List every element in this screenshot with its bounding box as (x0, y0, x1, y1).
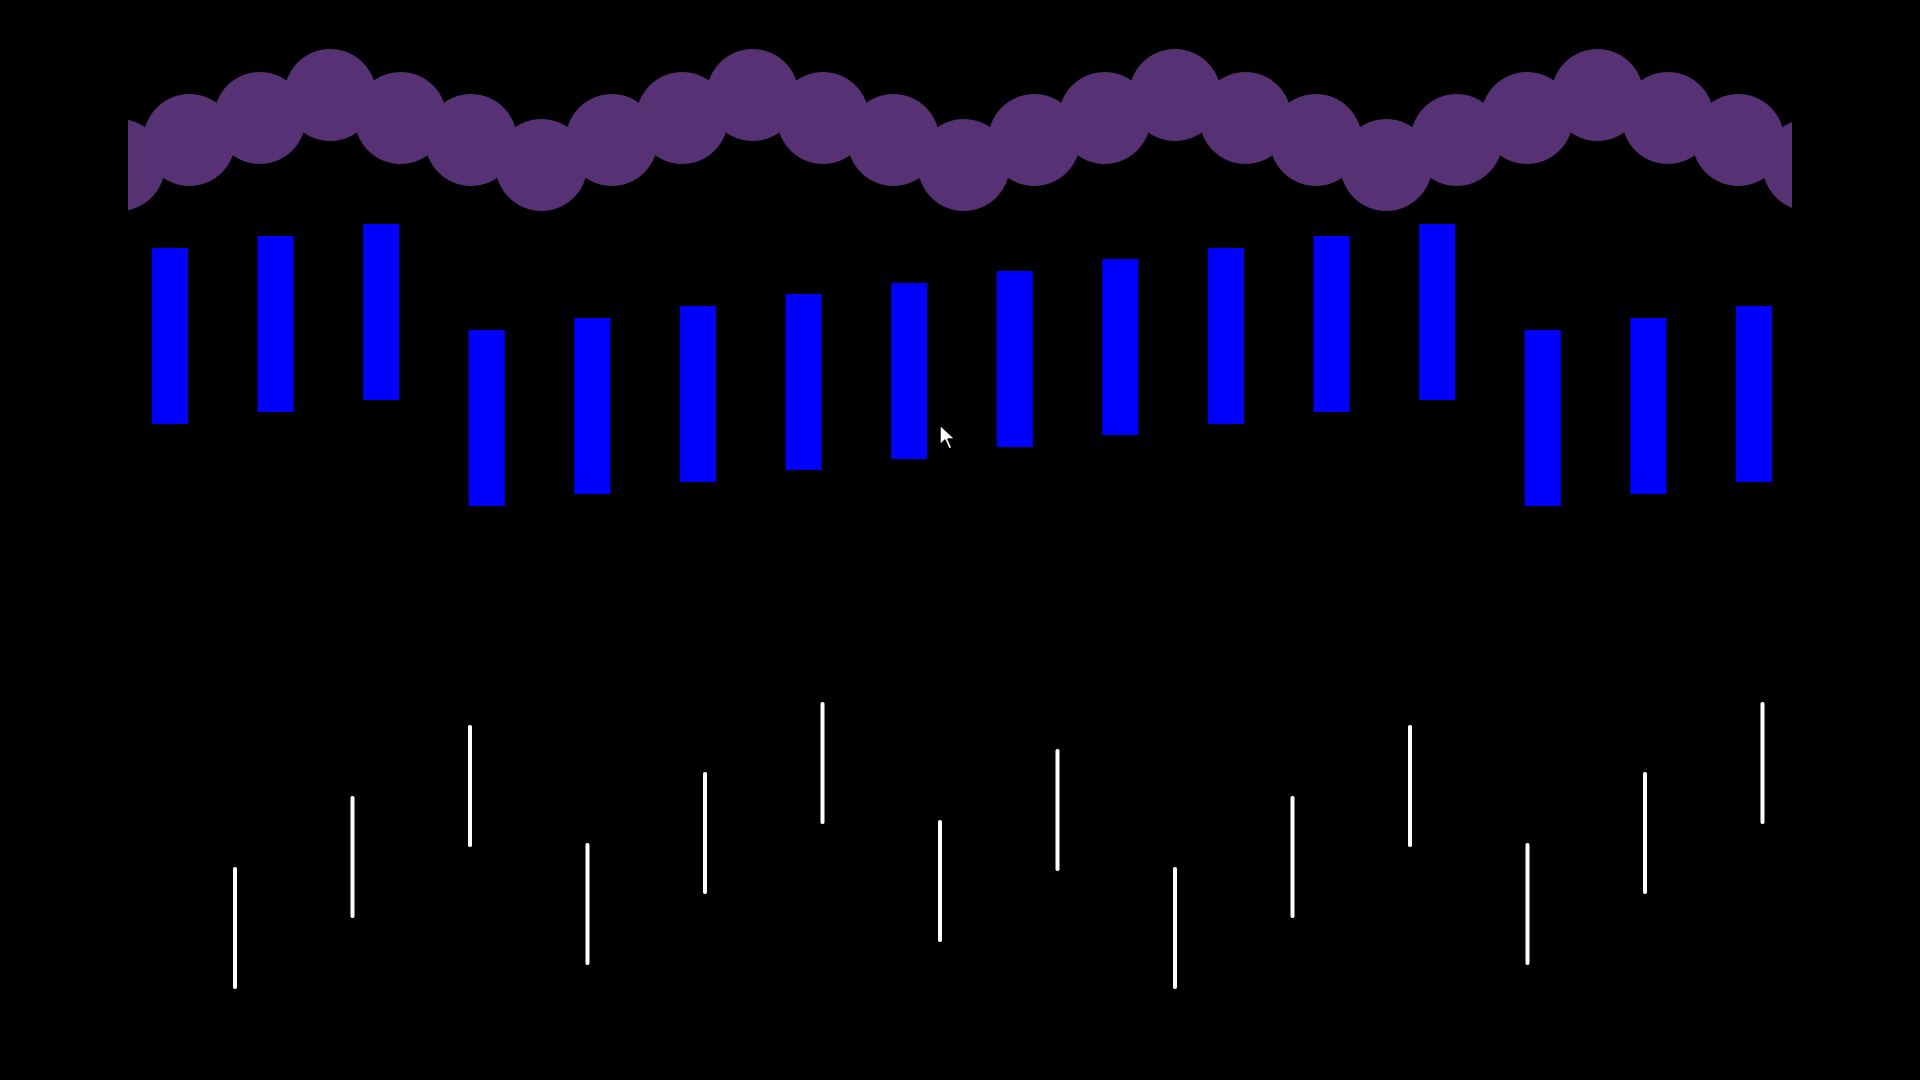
purple-circle (1692, 94, 1785, 186)
blue-bar (1736, 306, 1772, 482)
purple-circle (777, 72, 869, 164)
purple-circle (1621, 72, 1714, 164)
purple-circle (1269, 94, 1362, 186)
purple-circle-wave (128, 49, 1920, 211)
purple-circle (1410, 94, 1503, 186)
purple-circle (284, 49, 377, 141)
blue-bar (257, 236, 294, 412)
mouse-pointer-icon (939, 424, 956, 450)
blue-bar (680, 306, 716, 482)
blue-bar (891, 283, 928, 459)
purple-circle (1058, 72, 1151, 164)
purple-circle (1481, 72, 1573, 164)
white-line-row (233, 702, 1765, 989)
blue-bar (152, 248, 188, 424)
blue-bar (468, 330, 505, 506)
blue-bar (996, 271, 1033, 447)
blue-bar (1524, 330, 1561, 506)
purple-circle (988, 94, 1081, 186)
purple-circle (1129, 49, 1221, 141)
purple-circle (917, 119, 1010, 211)
blue-bar (363, 224, 400, 400)
purple-circle (1199, 72, 1292, 164)
blue-bar-row (152, 224, 1772, 506)
purple-circle (1833, 94, 1920, 186)
purple-circle (1340, 119, 1433, 211)
purple-circle (1903, 72, 1920, 164)
purple-circle (706, 49, 799, 141)
purple-circle (143, 94, 236, 186)
blue-bar (1419, 224, 1456, 400)
purple-circle (1762, 122, 1792, 208)
blue-bar (785, 294, 822, 470)
blue-bar (574, 318, 611, 494)
blue-bar (1208, 248, 1244, 424)
purple-circle (495, 119, 588, 211)
purple-circle (354, 72, 447, 164)
purple-circle (425, 94, 517, 186)
blue-bar (1630, 318, 1667, 494)
blue-bar (1102, 259, 1139, 435)
purple-circle (636, 72, 729, 164)
purple-circle (565, 94, 658, 186)
purple-circle (847, 94, 940, 186)
purple-circle (1551, 49, 1644, 141)
blue-bar (1313, 236, 1350, 412)
purple-circle (213, 72, 306, 164)
